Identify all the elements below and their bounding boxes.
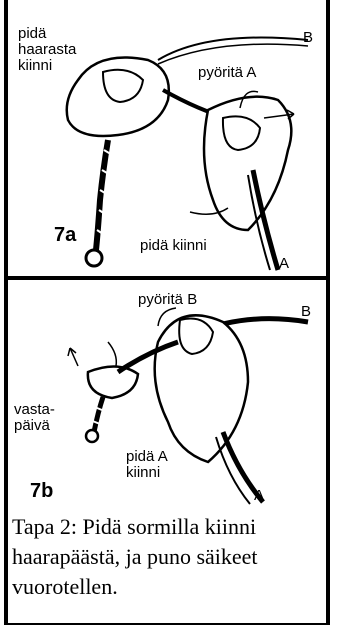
figure-7a: pidä haarasta kiinni pyöritä A B pidä ki… [8, 0, 326, 278]
label-hold-fork: pidä haarasta kiinni [18, 26, 76, 73]
panel-divider [8, 276, 326, 280]
figure-7b: pyöritä B B vasta- päivä pidä A kiinni A… [8, 282, 326, 510]
label-strand-b: B [301, 304, 311, 320]
figure-label-7a: 7a [54, 224, 76, 247]
label-rotate-b: pyöritä B [138, 292, 197, 308]
caption: Tapa 2: Pidä sormilla kiinni haarapäästä… [12, 512, 324, 602]
illustration-frame: pidä haarasta kiinni pyöritä A B pidä ki… [4, 0, 330, 625]
label-hold: pidä kiinni [140, 238, 207, 254]
figure-label-7b: 7b [30, 480, 53, 503]
label-hold-a: pidä A kiinni [126, 449, 168, 481]
label-strand-a: A [279, 256, 289, 272]
label-rotate-a: pyöritä A [198, 65, 256, 81]
label-strand-b: B [303, 30, 313, 46]
label-strand-a: A [254, 488, 264, 504]
label-counterclockwise: vasta- päivä [14, 402, 55, 434]
